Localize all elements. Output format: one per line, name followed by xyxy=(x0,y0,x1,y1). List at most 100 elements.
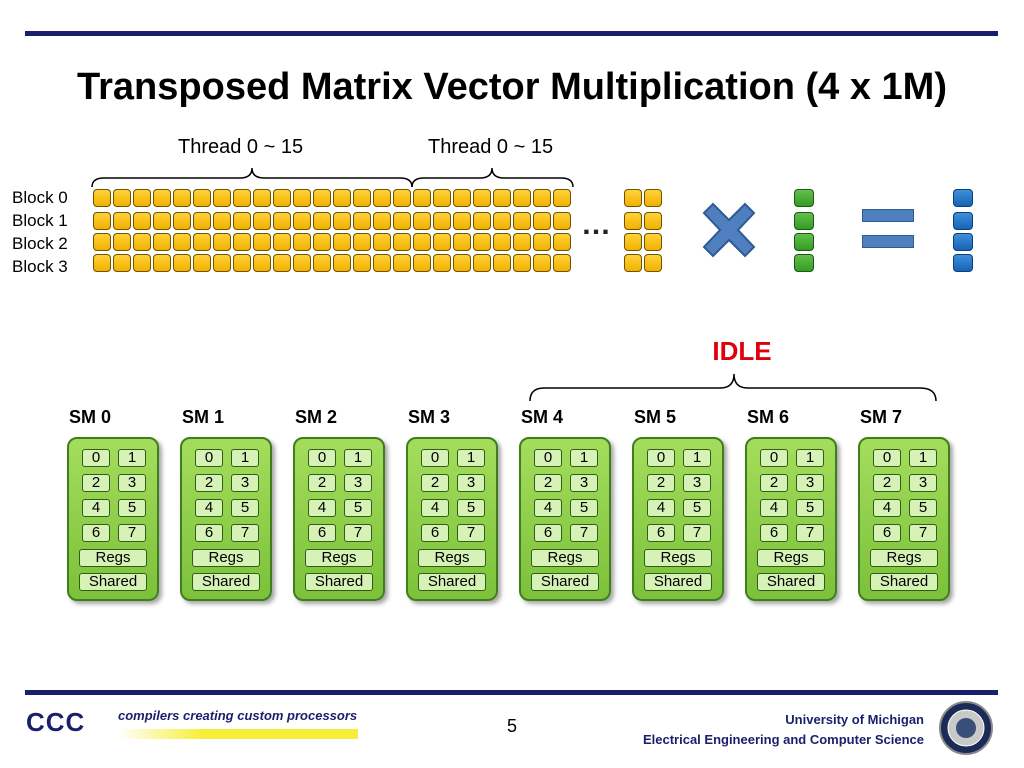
sm-core: 7 xyxy=(344,524,372,542)
matrix-cell xyxy=(393,189,411,207)
matrix-cell xyxy=(473,254,491,272)
matrix-cell xyxy=(373,254,391,272)
top-rule xyxy=(25,31,998,36)
sm-core: 4 xyxy=(760,499,788,517)
sm-core: 6 xyxy=(873,524,901,542)
sm-core: 2 xyxy=(647,474,675,492)
matrix-cell xyxy=(213,212,231,230)
ccc-logo: CCC xyxy=(26,707,86,737)
sm-core: 2 xyxy=(873,474,901,492)
sm-shared: Shared xyxy=(79,573,147,591)
sm-core: 6 xyxy=(195,524,223,542)
footer-tagline: compilers creating custom processors xyxy=(118,708,358,723)
matrix-cell xyxy=(93,212,111,230)
matrix-cell xyxy=(433,254,451,272)
block-label-1: Block 1 xyxy=(12,211,68,230)
sm-core: 0 xyxy=(873,449,901,467)
sm-core: 0 xyxy=(534,449,562,467)
sm-core: 7 xyxy=(683,524,711,542)
sm-label: SM 1 xyxy=(182,407,225,427)
sm-core: 0 xyxy=(82,449,110,467)
sm-core: 2 xyxy=(195,474,223,492)
matrix-cell xyxy=(273,254,291,272)
multiply-icon xyxy=(702,202,756,258)
sm-label: SM 5 xyxy=(634,407,677,427)
matrix-cell xyxy=(233,254,251,272)
matrix-cell xyxy=(413,254,431,272)
sm-core: 6 xyxy=(308,524,336,542)
matrix-cell xyxy=(133,189,151,207)
matrix-cell xyxy=(393,254,411,272)
matrix-cell xyxy=(233,233,251,251)
matrix-cell xyxy=(93,233,111,251)
matrix-cell xyxy=(193,189,211,207)
sm-core: 0 xyxy=(308,449,336,467)
matrix-cell xyxy=(493,189,511,207)
matrix-cell xyxy=(133,212,151,230)
sm-core: 1 xyxy=(118,449,146,467)
matrix-cell xyxy=(193,233,211,251)
sm-core: 7 xyxy=(909,524,937,542)
sm-label: SM 0 xyxy=(69,407,112,427)
matrix-cell xyxy=(513,254,531,272)
thread-braces xyxy=(91,167,574,188)
sm-core: 5 xyxy=(231,499,259,517)
output-vector-cell xyxy=(953,233,973,251)
university-name: University of Michigan xyxy=(785,712,924,727)
matrix-cell xyxy=(624,254,642,272)
sm-core: 1 xyxy=(683,449,711,467)
sm-core: 3 xyxy=(683,474,711,492)
sm-regs: Regs xyxy=(192,549,260,567)
matrix-cell xyxy=(433,233,451,251)
matrix-cell xyxy=(513,189,531,207)
matrix-cell xyxy=(393,233,411,251)
sm-regs: Regs xyxy=(418,549,486,567)
idle-brace xyxy=(529,373,937,402)
matrix-cell xyxy=(624,212,642,230)
sm-regs: Regs xyxy=(757,549,825,567)
matrix-cell xyxy=(644,189,662,207)
matrix-cell xyxy=(173,233,191,251)
sm-label: SM 4 xyxy=(521,407,564,427)
slide-title: Transposed Matrix Vector Multiplication … xyxy=(77,66,947,108)
equals-icon xyxy=(862,209,914,249)
matrix-cell xyxy=(353,212,371,230)
block-label-3: Block 3 xyxy=(12,257,68,276)
sm-label: SM 3 xyxy=(408,407,451,427)
matrix-cell xyxy=(253,212,271,230)
input-vector-cell xyxy=(794,233,814,251)
matrix-cell xyxy=(353,254,371,272)
matrix-cell xyxy=(453,212,471,230)
sm-core: 1 xyxy=(231,449,259,467)
matrix-cell xyxy=(433,212,451,230)
page-number: 5 xyxy=(506,716,517,736)
sm-shared: Shared xyxy=(418,573,486,591)
matrix-cell xyxy=(93,254,111,272)
matrix-cell xyxy=(513,233,531,251)
matrix-cell xyxy=(624,189,642,207)
matrix-cell xyxy=(353,233,371,251)
sm-shared: Shared xyxy=(305,573,373,591)
sm-core: 2 xyxy=(82,474,110,492)
sm-core: 2 xyxy=(421,474,449,492)
sm-core: 3 xyxy=(344,474,372,492)
output-vector-cell xyxy=(953,189,973,207)
matrix-cell xyxy=(293,233,311,251)
matrix-cell xyxy=(273,212,291,230)
sm-core: 1 xyxy=(344,449,372,467)
sm-core: 4 xyxy=(534,499,562,517)
sm-core: 4 xyxy=(873,499,901,517)
matrix-cell xyxy=(453,233,471,251)
sm-core: 2 xyxy=(534,474,562,492)
sm-core: 3 xyxy=(570,474,598,492)
department-name: Electrical Engineering and Computer Scie… xyxy=(642,732,924,747)
matrix-cell xyxy=(453,254,471,272)
bottom-rule xyxy=(25,690,998,695)
sm-regs: Regs xyxy=(870,549,938,567)
sm-core: 4 xyxy=(195,499,223,517)
thread-label-right: Thread 0 ~ 15 xyxy=(428,136,554,158)
sm-core: 3 xyxy=(796,474,824,492)
thread-brace-right xyxy=(411,167,574,188)
